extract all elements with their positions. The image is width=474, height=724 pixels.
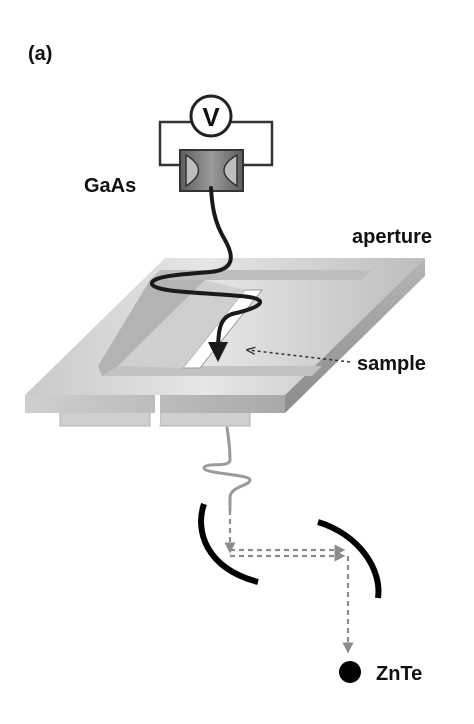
panel-label: (a) (28, 43, 52, 65)
parabolic-mirror-icon (317, 519, 382, 599)
aperture-label: aperture (352, 226, 432, 248)
circuit-wire (158, 120, 194, 167)
znte-label: ZnTe (376, 663, 422, 685)
thz-beam-transmitted (202, 426, 252, 512)
sample-label: sample (357, 353, 426, 375)
voltmeter-icon: V (189, 94, 233, 138)
znte-crystal-icon (339, 661, 361, 683)
plate-slot-shadow (118, 280, 245, 368)
plate-rail (98, 280, 205, 376)
circuit-wire (228, 120, 274, 167)
gaas-label: GaAs (84, 175, 136, 197)
probe-path (224, 510, 354, 654)
parabolic-mirror-icon (198, 503, 259, 585)
plate-right-face (285, 258, 425, 413)
thz-beam-incident (150, 186, 263, 362)
gaas-emitter-icon (179, 149, 244, 192)
sample-pointer (248, 350, 351, 363)
voltmeter-label: V (202, 102, 220, 132)
plate-rail (102, 366, 322, 376)
voltmeter-circuit: V (158, 94, 274, 167)
aperture-plate (25, 258, 425, 427)
plate-center-gap (155, 395, 160, 425)
